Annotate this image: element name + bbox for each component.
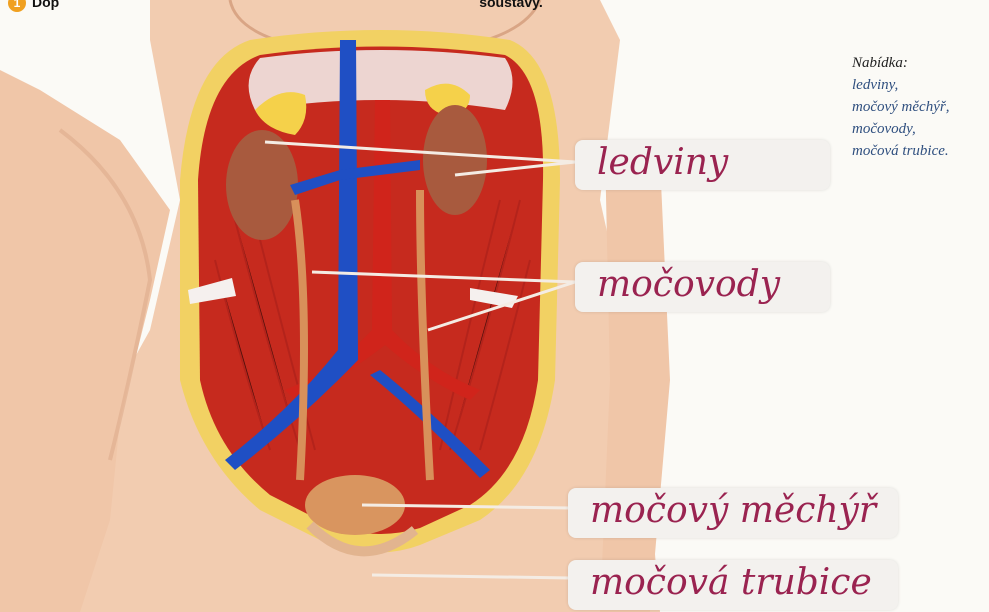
answer-text: močovody: [597, 264, 780, 305]
instruction-end: soustavy.: [479, 0, 543, 10]
answer-box-urethra[interactable]: močová trubice: [568, 560, 898, 610]
answer-text: močová trubice: [590, 562, 872, 603]
right-arm: [600, 150, 670, 612]
left-kidney: [226, 130, 298, 240]
answer-box-bladder[interactable]: močový měchýř: [568, 488, 898, 538]
right-kidney: [423, 105, 487, 215]
word-bank-title: Nabídka:: [852, 52, 949, 74]
answer-box-ureters[interactable]: močovody: [575, 262, 830, 312]
muscle-cavity: [198, 47, 543, 535]
word-bank: Nabídka: ledviny, močový měchýř, močovod…: [852, 52, 949, 162]
word-bank-item: močovody,: [852, 118, 949, 140]
word-bank-item: močová trubice.: [852, 140, 949, 162]
instruction-start: Dop: [32, 0, 59, 10]
task-number-badge: 1: [8, 0, 26, 12]
answer-text: ledviny: [597, 142, 728, 183]
word-bank-item: močový měchýř,: [852, 96, 949, 118]
answer-box-kidneys[interactable]: ledviny: [575, 140, 830, 190]
task-instruction: 1 Dop soustavy.: [8, 0, 543, 12]
answer-text: močový měchýř: [590, 490, 876, 531]
word-bank-item: ledviny,: [852, 74, 949, 96]
